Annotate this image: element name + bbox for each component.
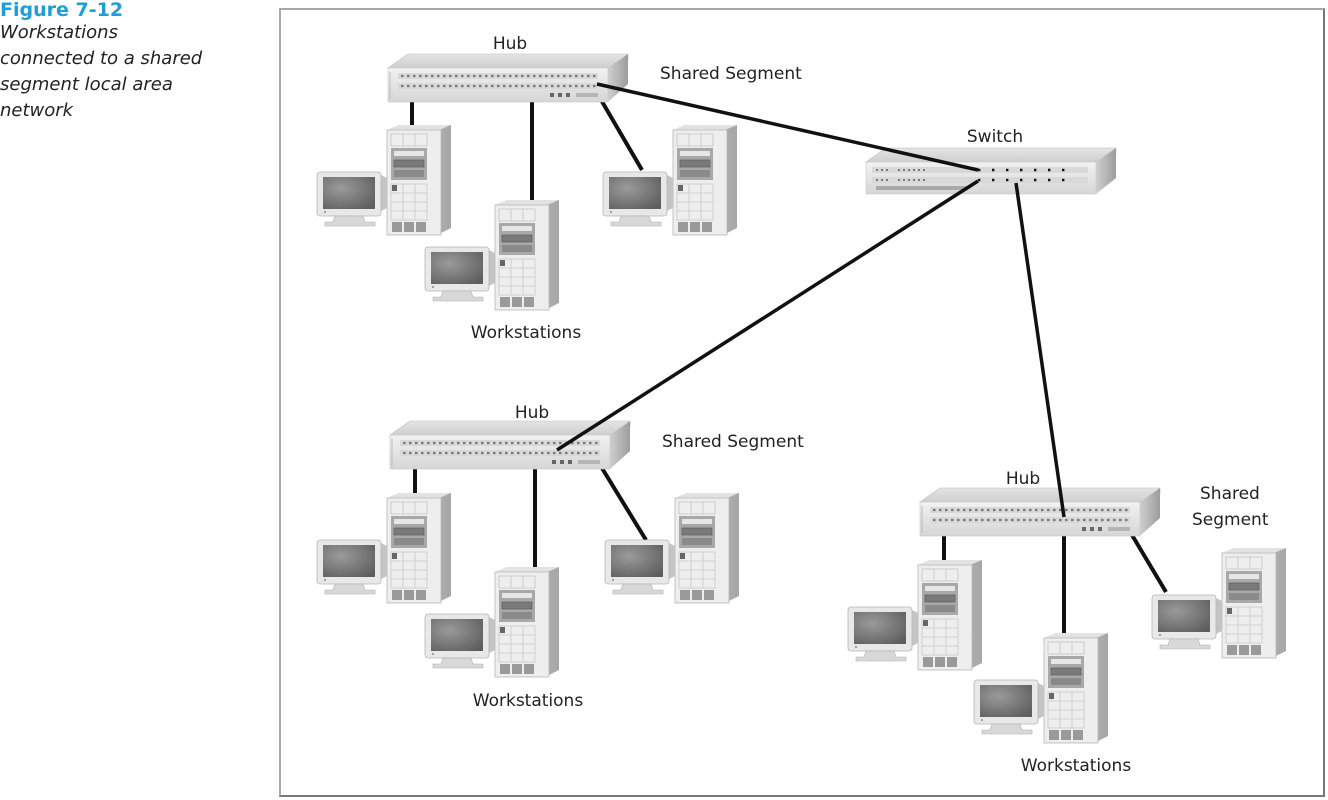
segment-top-left: Hub Shared Segment Workstations	[316, 34, 802, 343]
cable-hub1-ws3	[595, 91, 644, 172]
cable-switch-hub-top-left	[596, 82, 979, 172]
workstation-icon	[847, 559, 983, 671]
workstation-icon	[316, 492, 452, 604]
switch-label: Switch	[967, 127, 1023, 147]
workstations-label: Workstations	[471, 323, 582, 343]
shared-segment-label-line1: Shared	[1200, 484, 1260, 504]
shared-segment-label: Shared Segment	[660, 64, 802, 84]
shared-segment-label-line2: Segment	[1192, 510, 1269, 530]
shared-segment-label: Shared Segment	[662, 432, 804, 452]
network-hub-icon	[386, 52, 630, 104]
figure-caption: Figure 7-12 Workstations connected to a …	[0, 0, 270, 124]
segment-bottom-left: Hub Shared Segment Workstations	[316, 403, 804, 711]
diagram-frame	[279, 8, 1325, 797]
cable-switch-hub-bottom-right	[1014, 182, 1066, 518]
segment-bottom-right: Hub Shared Segment Workstations	[847, 469, 1287, 776]
hub-label: Hub	[515, 403, 549, 423]
figure-title: Workstations connected to a shared segme…	[0, 22, 203, 121]
cable-switch-hub-bottom-left	[556, 179, 979, 452]
figure-number: Figure 7-12	[0, 0, 124, 21]
workstation-icon	[973, 632, 1109, 744]
network-hub-icon	[918, 486, 1162, 538]
uplinks	[556, 82, 1066, 518]
hub-label: Hub	[493, 34, 527, 54]
workstations-label: Workstations	[1021, 756, 1132, 776]
workstation-icon	[316, 124, 452, 236]
workstation-icon	[1151, 547, 1287, 659]
cable-hub2-ws3	[595, 458, 648, 542]
hub-label: Hub	[1006, 469, 1040, 489]
workstations-label: Workstations	[473, 691, 584, 711]
switch: Switch	[864, 127, 1118, 196]
